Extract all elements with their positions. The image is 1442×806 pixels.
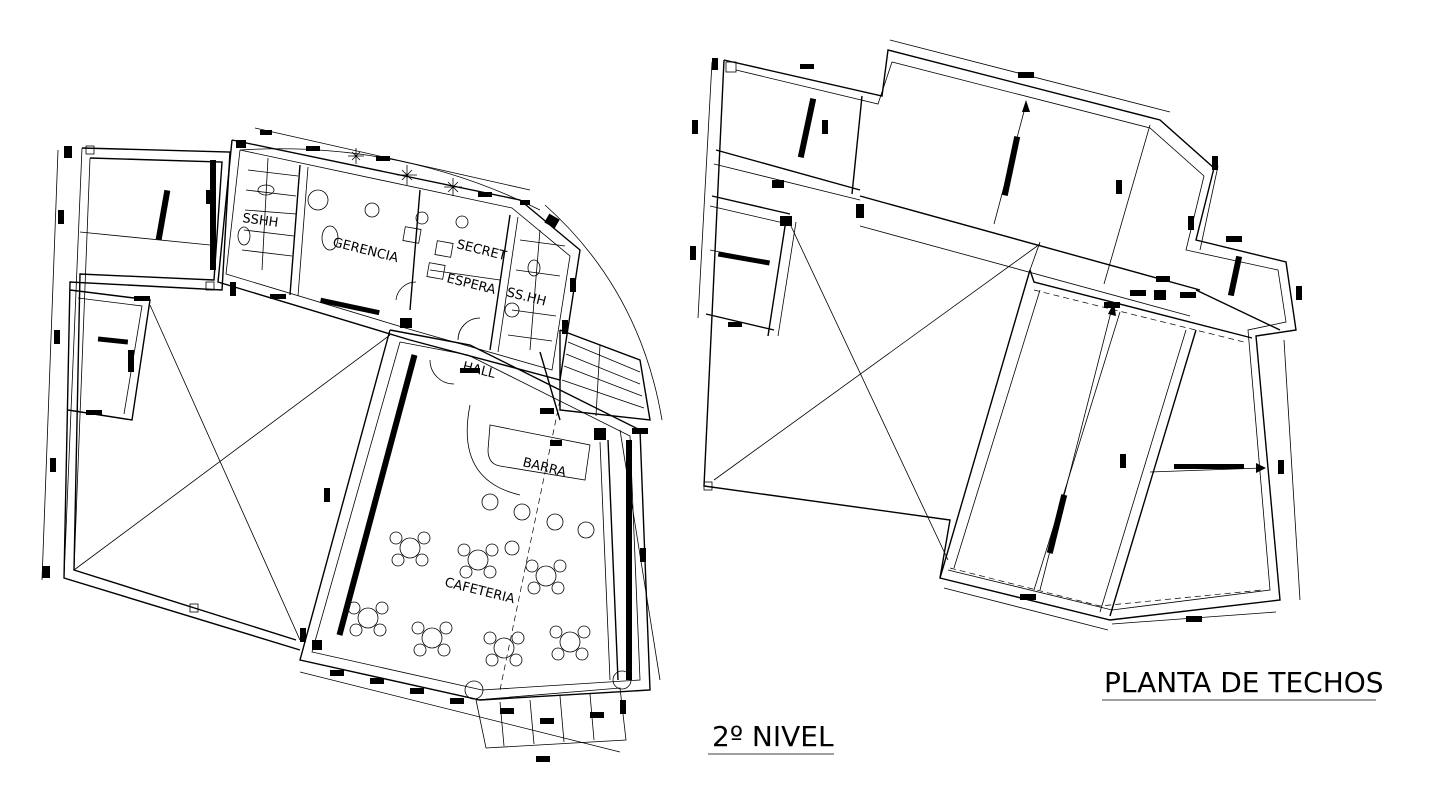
plants	[348, 148, 462, 196]
label-sshh-right: SS.HH	[505, 285, 548, 309]
label-barra: BARRA	[521, 455, 568, 480]
titles: 2º NIVEL PLANTA DE TECHOS	[708, 666, 1384, 755]
title-2nd-level: 2º NIVEL	[712, 720, 834, 753]
roof-dimension-tags	[690, 58, 1302, 622]
stairs	[559, 329, 651, 421]
roof-plan	[690, 39, 1302, 631]
label-sshh-left: SSHH	[241, 211, 279, 231]
sshh-tiles	[241, 157, 566, 351]
label-cafeteria: CAFETERIA	[443, 575, 516, 607]
table-sets	[347, 531, 591, 667]
dimension-tags	[42, 130, 648, 762]
label-secret: SECRET	[455, 237, 508, 264]
label-gerencia: GERENCIA	[331, 235, 400, 266]
label-espera: ESPERA	[445, 271, 497, 298]
title-roof-plan: PLANTA DE TECHOS	[1104, 666, 1384, 699]
label-hall: HALL	[461, 359, 498, 382]
floor-plan-2nd-level: SSHH GERENCIA SECRET ESPERA SS.HH HALL B…	[41, 127, 663, 762]
